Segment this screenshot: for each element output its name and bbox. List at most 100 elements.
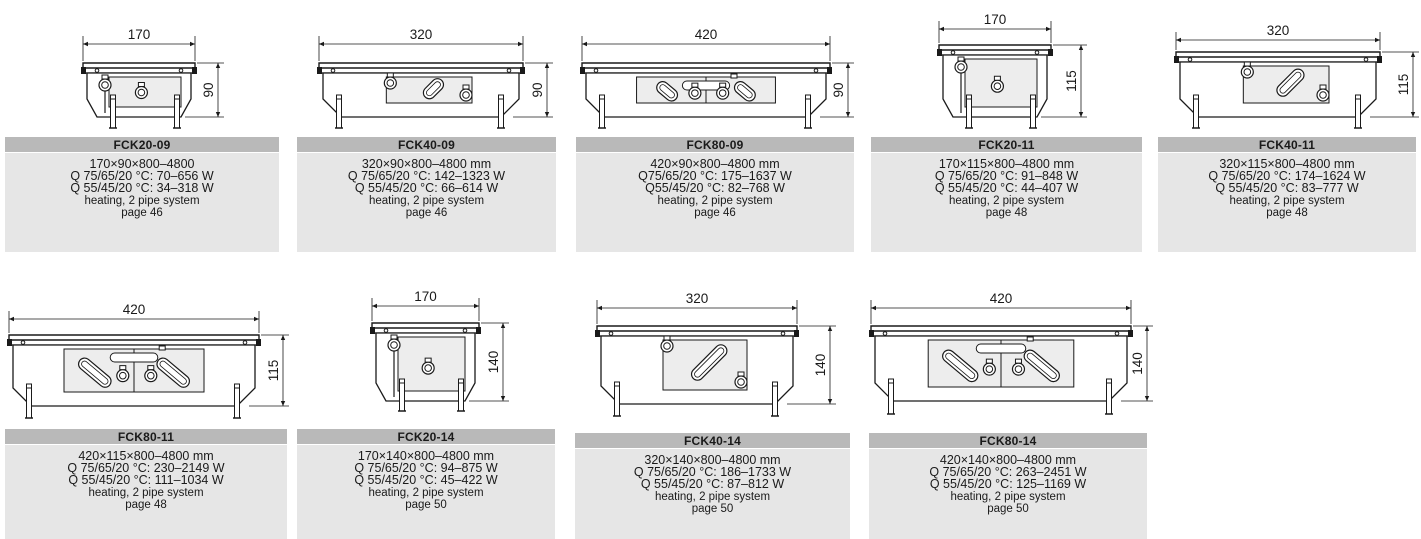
dimension-arrowhead	[372, 303, 377, 309]
grille-end	[1377, 56, 1382, 63]
grille-end	[827, 67, 832, 74]
dimension-arrowhead	[1078, 112, 1084, 117]
fin-outer	[732, 79, 758, 103]
valve-outer	[384, 77, 396, 89]
page-ref-text: page 48	[985, 206, 1028, 219]
dimension-arrowhead	[1410, 52, 1416, 57]
height-value: 115	[1396, 74, 1411, 96]
width-value: 170	[984, 12, 1007, 27]
convector-drawing: 170 115	[937, 12, 1142, 136]
exchanger-block	[663, 340, 747, 390]
fin-outer	[155, 356, 192, 390]
dimension-arrowhead	[280, 335, 286, 340]
system-text: heating, 2 pipe system	[88, 486, 204, 499]
fin-inner	[659, 83, 676, 99]
fin-outer	[76, 356, 113, 390]
height-dimension: 140	[787, 326, 836, 404]
height-dimension: 140	[1121, 326, 1153, 401]
valve-inner	[1015, 366, 1022, 373]
leveling-foot	[600, 95, 605, 128]
leveling-foot	[499, 95, 504, 128]
dimension-arrowhead	[1375, 37, 1380, 43]
dimensions-text: 170×115×800–4800 mm	[938, 157, 1075, 171]
spec-box: 170×90×800–4800 Q 75/65/20 °C: 70–656 W …	[5, 153, 279, 252]
valve-head	[958, 57, 964, 61]
leveling-foot	[1107, 379, 1112, 414]
valve-outer	[955, 61, 967, 73]
valve-head	[1244, 62, 1250, 66]
width-value: 420	[990, 291, 1013, 306]
slot-top	[976, 344, 1026, 353]
screw	[951, 51, 955, 55]
vent	[1027, 337, 1033, 341]
model-title: FCK20-09	[5, 137, 279, 152]
dimension-arrowhead	[1078, 45, 1084, 50]
heat-exchanger-fin	[654, 79, 680, 103]
height-value: 115	[1064, 70, 1079, 92]
page-ref-text: page 50	[987, 502, 1029, 515]
fin-outer	[1274, 67, 1306, 99]
width-value: 420	[123, 302, 146, 317]
valve-inner	[120, 372, 127, 379]
system-text: heating, 2 pipe system	[84, 194, 200, 207]
heat-output-75-text: Q 75/65/20 °C: 91–848 W	[934, 169, 1079, 184]
fin-inner	[1026, 352, 1058, 380]
valve-inner	[387, 80, 394, 87]
screw	[814, 69, 818, 73]
model-title: FCK80-14	[869, 433, 1147, 448]
slot-top	[110, 353, 158, 362]
heat-output-55-text: Q 55/45/20 °C: 87–812 W	[640, 477, 785, 492]
screw	[594, 69, 598, 73]
heat-output-75-text: Q75/65/20 °C: 175–1637 W	[638, 169, 792, 184]
screw	[1188, 58, 1192, 62]
fin-inner	[80, 360, 109, 386]
grille-top	[582, 63, 830, 68]
dimension-arrowhead	[319, 41, 324, 47]
leveling-foot	[773, 382, 778, 416]
valve-inner	[425, 365, 432, 372]
spec-box: 320×140×800–4800 mm Q 75/65/20 °C: 186–1…	[575, 449, 850, 539]
dimension-arrowhead	[83, 41, 88, 47]
heat-exchanger-fin	[1274, 67, 1306, 99]
leveling-foot	[27, 384, 32, 418]
screw	[243, 341, 247, 345]
dimension-arrowhead	[825, 41, 830, 47]
grille-end	[869, 330, 874, 337]
screw	[609, 332, 613, 336]
heat-exchanger	[384, 73, 472, 103]
height-value: 140	[813, 354, 828, 377]
width-dimension: 320	[597, 291, 797, 324]
valve-head	[463, 85, 469, 89]
page-ref-text: page 46	[694, 206, 736, 219]
grille-top	[939, 45, 1051, 50]
valve-outer	[1317, 89, 1329, 101]
dimensions-text: 420×90×800–4800 mm	[650, 157, 780, 171]
height-dimension: 90	[185, 63, 224, 117]
valve-inner	[391, 342, 398, 349]
dimension-arrowhead	[792, 305, 797, 311]
heat-exchanger-fin	[155, 356, 192, 390]
dimension-arrowhead	[9, 316, 14, 322]
system-text: heating, 2 pipe system	[368, 486, 484, 499]
fin-outer	[1022, 348, 1062, 384]
spec-box: 420×115×800–4800 mm Q 75/65/20 °C: 230–2…	[5, 445, 287, 539]
dimension-arrowhead	[190, 41, 195, 47]
heat-output-55-text: Q 55/45/20 °C: 83–777 W	[1215, 181, 1359, 196]
valve-head	[720, 83, 726, 87]
heat-output-75-text: Q 75/65/20 °C: 94–875 W	[354, 461, 498, 476]
screw	[179, 69, 183, 73]
dimensions-text: 170×140×800–4800 mm	[357, 449, 495, 463]
height-value: 90	[831, 82, 846, 97]
system-text: heating, 2 pipe system	[654, 490, 771, 503]
screw	[781, 332, 785, 336]
grille-end	[81, 67, 86, 74]
height-value: 140	[486, 351, 501, 374]
